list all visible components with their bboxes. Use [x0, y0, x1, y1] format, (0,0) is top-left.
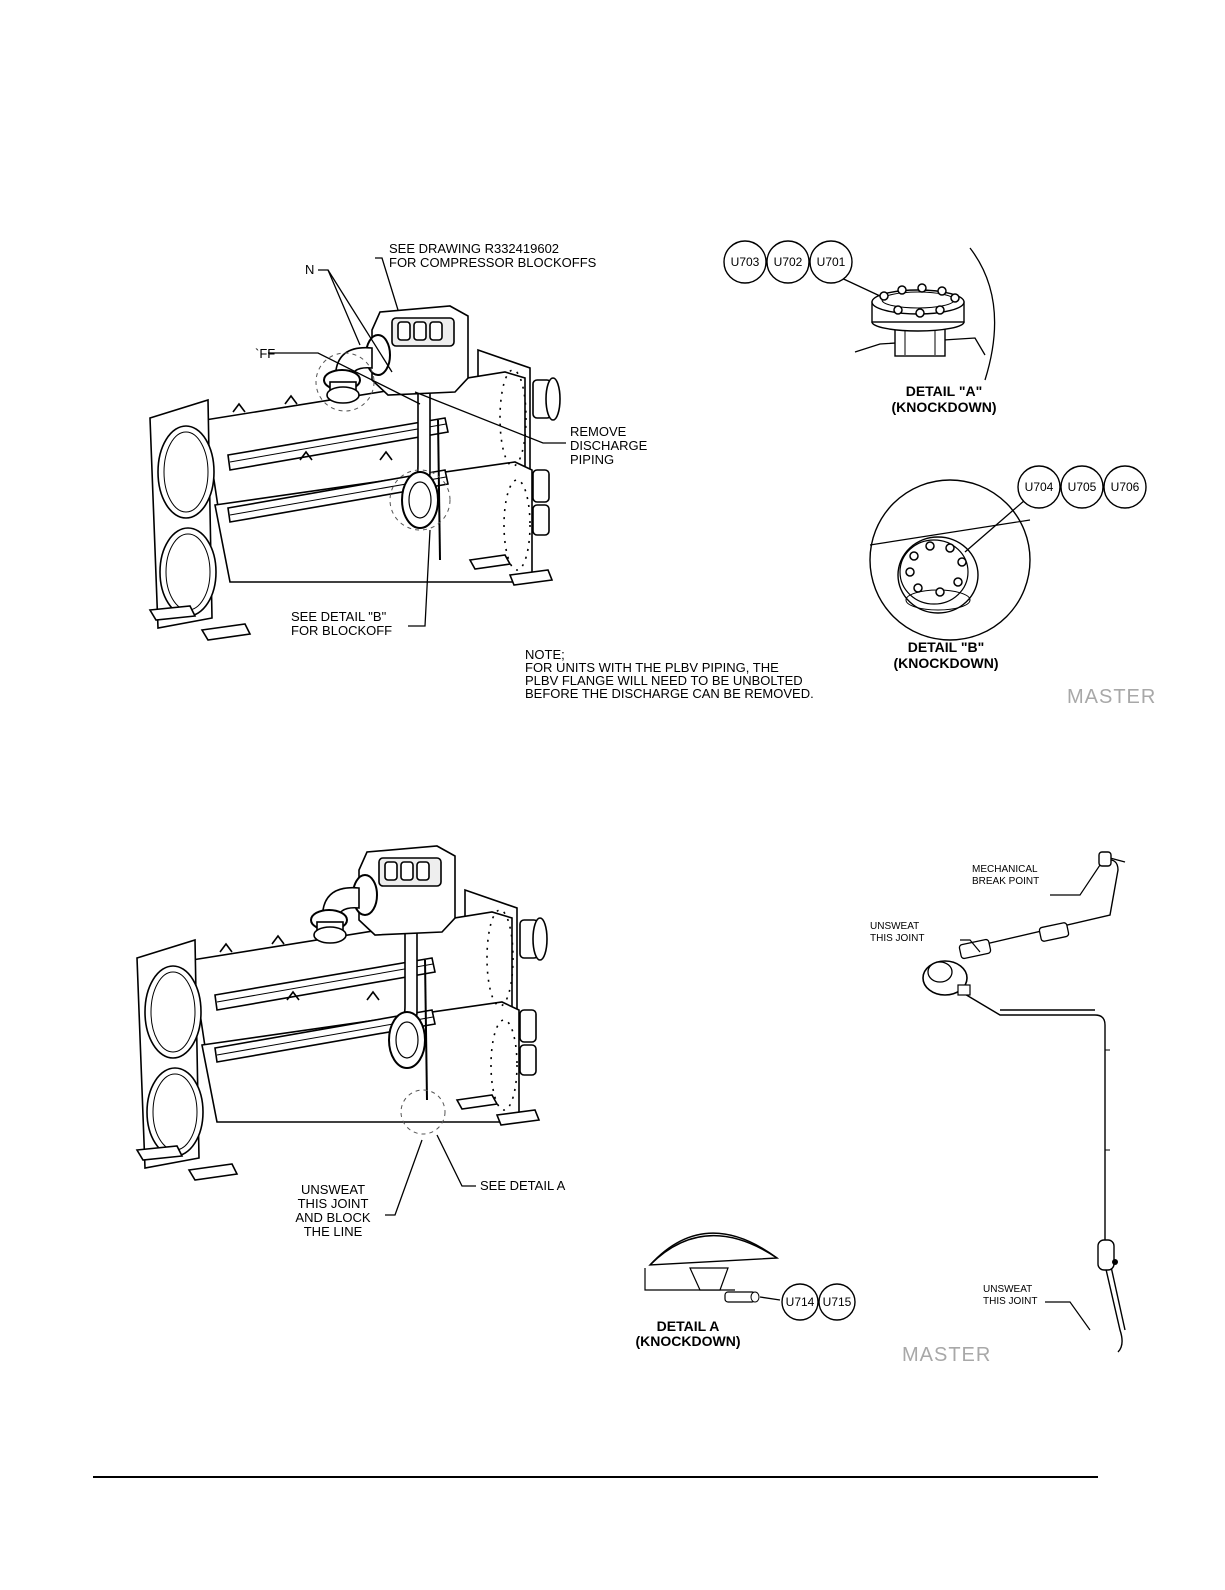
unsweat-block-label-1: UNSWEAT: [301, 1182, 365, 1197]
top-leaders: [268, 257, 566, 627]
unsweat-block-label-2: THIS JOINT: [298, 1196, 369, 1211]
detail-a-title: DETAIL "A": [906, 383, 983, 399]
note-line-4: BEFORE THE DISCHARGE CAN BE REMOVED.: [525, 686, 814, 701]
balloon-u701: U701: [817, 255, 846, 269]
note-line-2: FOR UNITS WITH THE PLBV PIPING, THE: [525, 660, 779, 675]
note-line-3: PLBV FLANGE WILL NEED TO BE UNBOLTED: [525, 673, 803, 688]
unsweat-bottom-label-1: UNSWEAT: [983, 1284, 1032, 1295]
balloon-u704: U704: [1025, 480, 1054, 494]
balloon-u715: U715: [823, 1295, 852, 1309]
master-stamp-bottom: MASTER: [902, 1344, 991, 1366]
detail-a-bottom-title: DETAIL A: [657, 1318, 720, 1334]
see-drawing-label-1: SEE DRAWING R332419602: [389, 241, 559, 256]
unsweat-top-label-2: THIS JOINT: [870, 933, 924, 944]
unsweat-bottom-label-2: THIS JOINT: [983, 1296, 1037, 1307]
detail-b-subtitle: (KNOCKDOWN): [894, 655, 999, 671]
detail-a-subtitle: (KNOCKDOWN): [892, 399, 997, 415]
top-note: NOTE; FOR UNITS WITH THE PLBV PIPING, TH…: [525, 647, 814, 701]
detail-b-title: DETAIL "B": [908, 639, 985, 655]
balloon-u702: U702: [774, 255, 803, 269]
detail-a-balloons: U703 U702 U701: [723, 240, 853, 284]
detail-a-knockdown: [834, 247, 996, 381]
unsweat-block-label-3: AND BLOCK: [295, 1210, 370, 1225]
remove-label-3: PIPING: [570, 452, 614, 467]
bottom-leaders: [385, 1134, 476, 1216]
unsweat-top-label-1: UNSWEAT: [870, 921, 919, 932]
callout-ff: `FF: [255, 346, 275, 361]
piping-components: [922, 851, 1118, 1271]
master-stamp-top: MASTER: [1067, 686, 1156, 708]
detail-a-bottom-balloons: U714 U715: [781, 1283, 856, 1321]
mech-break-label-1: MECHANICAL: [972, 864, 1038, 875]
see-drawing-label-2: FOR COMPRESSOR BLOCKOFFS: [389, 255, 597, 270]
detail-a-bottom-subtitle: (KNOCKDOWN): [636, 1333, 741, 1349]
see-detail-a-label: SEE DETAIL A: [480, 1178, 566, 1193]
balloon-u706: U706: [1111, 480, 1140, 494]
unsweat-block-label-4: THE LINE: [304, 1224, 363, 1239]
detail-b-balloons: U704 U705 U706: [1017, 465, 1147, 509]
top-chiller-illustration: [149, 305, 561, 641]
balloon-u705: U705: [1068, 480, 1097, 494]
mech-break-label-2: BREAK POINT: [972, 876, 1039, 887]
balloon-u714: U714: [786, 1295, 815, 1309]
balloon-u703: U703: [731, 255, 760, 269]
bottom-chiller-illustration: [136, 845, 548, 1181]
piping-leaders: [960, 864, 1101, 1331]
callout-n: N: [305, 262, 314, 277]
detail-b-knockdown: [869, 479, 1031, 641]
remove-label-1: REMOVE: [570, 424, 627, 439]
see-detail-b-label-2: FOR BLOCKOFF: [291, 623, 392, 638]
note-line-1: NOTE;: [525, 647, 565, 662]
see-detail-b-label-1: SEE DETAIL "B": [291, 609, 387, 624]
remove-label-2: DISCHARGE: [570, 438, 648, 453]
detail-a-bottom-knockdown: [644, 1232, 781, 1303]
